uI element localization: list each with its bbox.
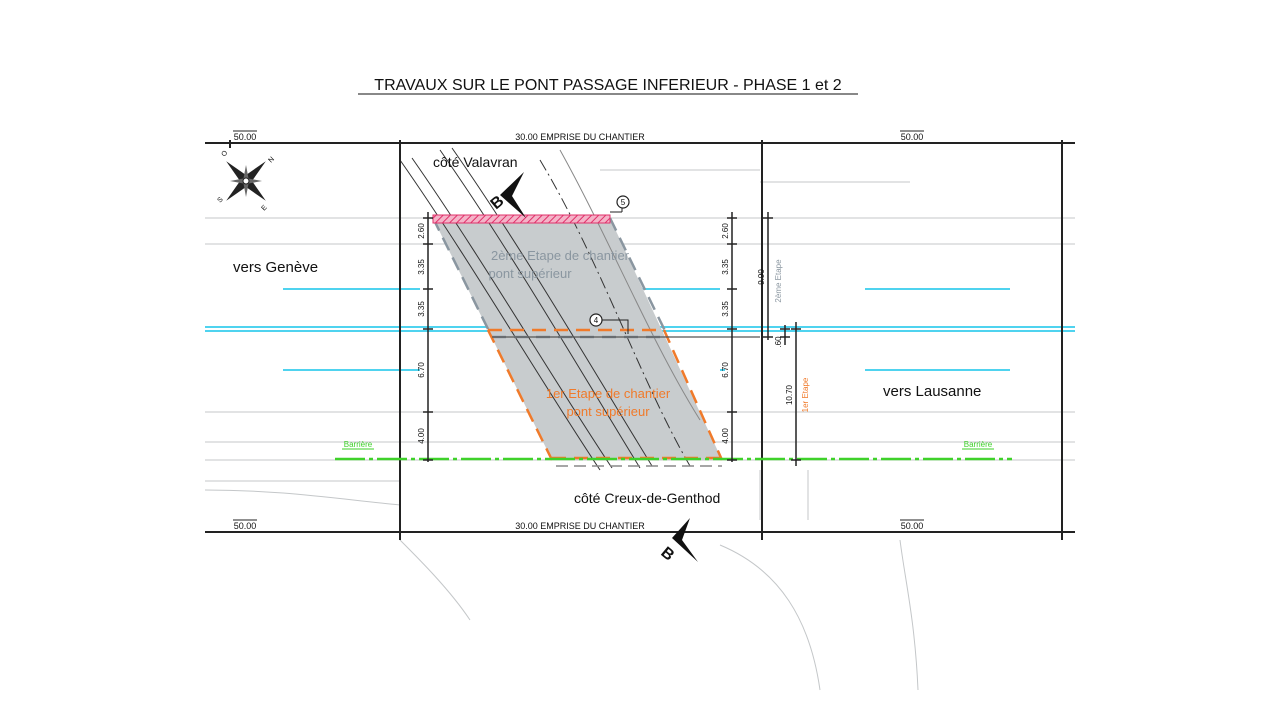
ext-dim-bottom-right: 50.00	[901, 521, 924, 531]
compass-s: S	[216, 196, 224, 204]
right-dimension-chain	[727, 212, 737, 462]
stage2-label-line1: 2ème Etape de chantier	[491, 248, 630, 263]
gap-dim: .60	[774, 336, 783, 348]
section-marker-bottom: B	[657, 518, 698, 564]
compass-e: E	[260, 204, 268, 212]
ext-dim-top-right: 50.00	[901, 132, 924, 142]
emprise-bottom-label: 30.00 EMPRISE DU CHANTIER	[515, 521, 645, 531]
lane-dim-left-2: 3.35	[417, 259, 426, 275]
hatched-beam	[432, 214, 611, 224]
stage-dimensions	[763, 212, 801, 466]
lane-dim-right-1: 2.60	[721, 223, 730, 239]
section-marker-top: B	[488, 172, 526, 218]
compass-n: N	[267, 156, 276, 165]
barrier-label-left: Barrière	[344, 440, 373, 449]
lane-dim-left-3: 3.35	[417, 301, 426, 317]
lane-dim-right-3: 3.35	[721, 301, 730, 317]
works-zone-fill	[433, 218, 722, 460]
section-marker-bottom-label: B	[657, 544, 677, 564]
label-valavran: côté Valavran	[433, 154, 518, 170]
lane-dim-left-1: 2.60	[417, 223, 426, 239]
stage1-dim-label: 1er Etape	[801, 377, 810, 412]
stage1-label-line2: pont supérieur	[566, 404, 650, 419]
barrier-label-right: Barrière	[964, 440, 993, 449]
stage2-label-line2: pont supérieur	[488, 266, 572, 281]
lane-dim-left-4: 6.70	[417, 362, 426, 378]
label-lausanne: vers Lausanne	[883, 383, 981, 400]
stage2-dim: 9.90	[757, 269, 766, 285]
lane-dim-right-4: 6.70	[721, 362, 730, 378]
callout-5-label: 5	[621, 198, 626, 207]
label-creux: côté Creux-de-Genthod	[574, 490, 720, 506]
ext-dim-top-left: 50.00	[234, 132, 257, 142]
compass-icon: N O S E	[216, 149, 276, 212]
lane-dim-left-5: 4.00	[417, 428, 426, 444]
drawing-title: TRAVAUX SUR LE PONT PASSAGE INFERIEUR - …	[374, 77, 841, 94]
emprise-top-label: 30.00 EMPRISE DU CHANTIER	[515, 132, 645, 142]
lane-dim-right-5: 4.00	[721, 428, 730, 444]
callout-4: 4	[589, 313, 629, 334]
callout-4-label: 4	[594, 316, 599, 325]
callout-5: 5	[610, 195, 630, 213]
stage2-dim-label: 2ème Etape	[774, 259, 783, 303]
stage1-dim: 10.70	[785, 384, 794, 405]
left-dimension-chain	[423, 212, 433, 462]
compass-o: O	[220, 149, 229, 158]
label-geneve: vers Genève	[233, 259, 318, 276]
stage1-label-line1: 1er Etape de chantier	[546, 386, 671, 401]
ext-dim-bottom-left: 50.00	[234, 521, 257, 531]
track-lines	[399, 147, 701, 471]
emprise-frame	[205, 140, 1075, 540]
lane-dim-right-2: 3.35	[721, 259, 730, 275]
